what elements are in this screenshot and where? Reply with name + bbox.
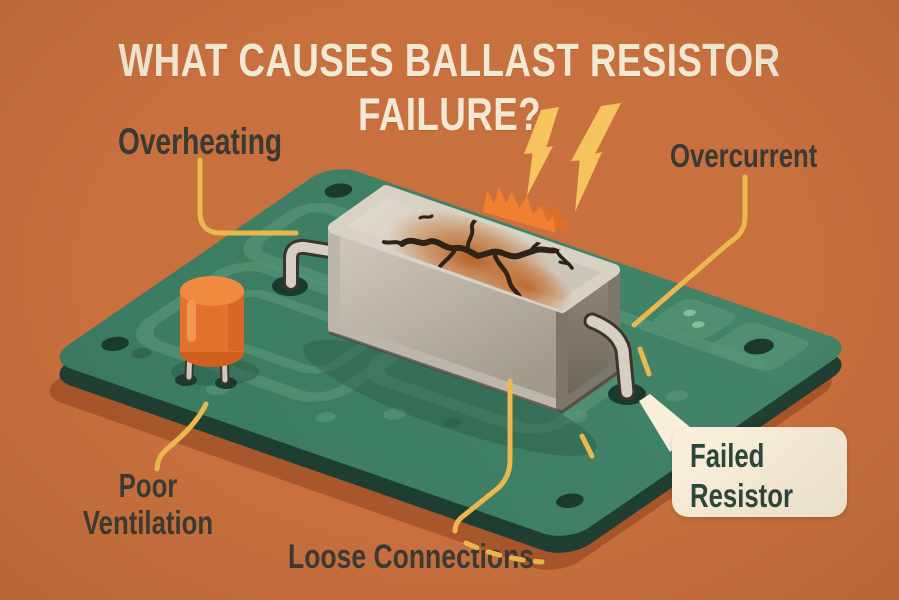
pad-hole [743,338,774,355]
poor-ventilation-leader-line [154,401,209,472]
loose-connections-label: Loose Connections [288,538,535,576]
flame-icon [483,186,570,233]
failed-resistor-callout: Failed Resistor [672,427,847,517]
leader-lines [154,157,748,472]
resistor-icon [328,185,620,414]
overheating-leader-line [197,157,299,236]
left-lead [283,238,344,291]
poor-ventilation-label: Poor Ventilation [82,467,214,541]
spark-dashes [579,346,652,459]
resistor-bottom-edge [329,331,619,414]
page-title: WHAT CAUSES BALLAST RESISTOR FAILURE? [118,34,781,140]
overcurrent-label: Overcurrent [670,137,818,174]
right-lead [583,312,636,401]
lightning-bolt-icon [571,103,621,212]
lightning-bolt-icons [524,103,621,212]
lightning-bolt-icon [524,107,559,196]
overheating-label: Overheating [118,121,283,162]
overcurrent-leader-line [631,174,748,328]
mounting-holes [101,183,584,508]
capacitor-icon [171,276,259,389]
resistor-shadow [303,340,597,456]
failed-resistor-label: Failed Resistor [690,437,794,514]
